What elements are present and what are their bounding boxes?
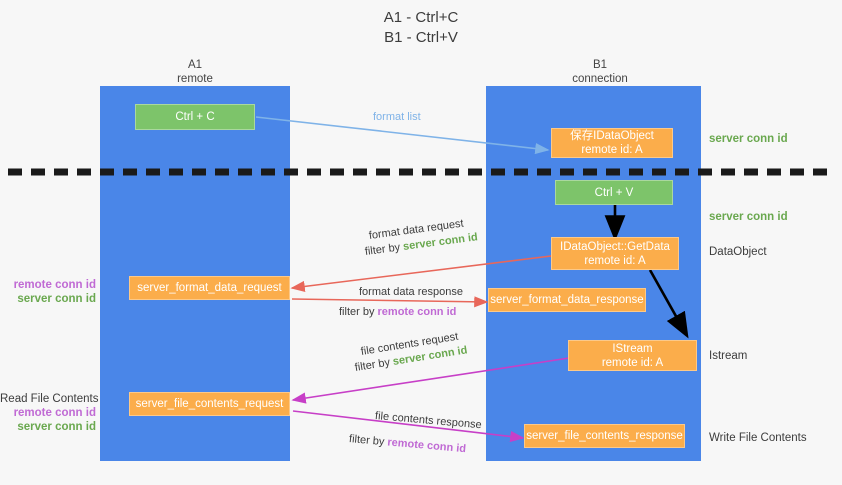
node-istream-line1: IStream bbox=[612, 342, 653, 355]
filter-prefix: filter by bbox=[364, 241, 404, 258]
filter-value-remote-conn-id: remote conn id bbox=[377, 306, 457, 318]
left-label-group-file: Read File Contents remote conn id server… bbox=[0, 392, 99, 434]
node-ctrl-c-label: Ctrl + C bbox=[175, 111, 215, 123]
column-a1-name: A1 bbox=[187, 59, 203, 71]
node-save-idataobject-line1: 保存IDataObject bbox=[570, 130, 654, 142]
edge-label-format-data-response: format data response bbox=[359, 286, 463, 298]
edge-label-file-contents-response: file contents response bbox=[374, 410, 483, 432]
edge-label-file-contents-response-filter: filter by remote conn id bbox=[348, 432, 467, 457]
edge-label-format-data-response-filter: filter by remote conn id bbox=[339, 305, 456, 320]
left-label-server-conn-id-1: server conn id bbox=[17, 293, 96, 305]
filter-prefix: filter by bbox=[353, 356, 394, 374]
left-label-read-file-contents: Read File Contents bbox=[0, 393, 99, 405]
page-title: A1 - Ctrl+C B1 - Ctrl+V bbox=[0, 8, 842, 48]
node-server-format-data-request[interactable]: server_format_data_request bbox=[129, 276, 290, 300]
filter-value-remote-conn-id: remote conn id bbox=[386, 436, 467, 456]
node-server-file-contents-request[interactable]: server_file_contents_request bbox=[129, 392, 290, 416]
node-ctrl-v[interactable]: Ctrl + V bbox=[555, 180, 673, 205]
left-label-group-format: remote conn id server conn id bbox=[0, 278, 96, 306]
node-istream-line2: remote id: A bbox=[601, 356, 664, 369]
node-server-file-contents-request-label: server_file_contents_request bbox=[135, 398, 284, 410]
node-server-format-data-response-label: server_format_data_response bbox=[490, 294, 644, 306]
left-label-server-conn-id-2: server conn id bbox=[17, 421, 96, 433]
column-header-b1: B1 connection bbox=[525, 58, 675, 86]
edge-label-format-list: format list bbox=[373, 111, 421, 123]
filter-prefix: filter by bbox=[348, 433, 388, 449]
node-server-format-data-response[interactable]: server_format_data_response bbox=[488, 288, 646, 312]
node-server-format-data-request-label: server_format_data_request bbox=[137, 282, 282, 294]
title-line-1: A1 - Ctrl+C bbox=[383, 9, 459, 26]
column-b1-name: B1 bbox=[592, 59, 608, 71]
node-save-idataobject-line2: remote id: A bbox=[581, 144, 643, 156]
node-getdata-line2: remote id: A bbox=[584, 254, 646, 267]
filter-prefix: filter by bbox=[339, 306, 378, 318]
node-getdata-line1: IDataObject::GetData bbox=[560, 240, 670, 253]
right-label-write-file-contents: Write File Contents bbox=[709, 432, 807, 444]
right-label-server-conn-id-2: server conn id bbox=[709, 211, 788, 223]
right-label-server-conn-id-1: server conn id bbox=[709, 133, 788, 145]
node-server-file-contents-response[interactable]: server_file_contents_response bbox=[524, 424, 685, 448]
node-server-file-contents-response-label: server_file_contents_response bbox=[526, 430, 683, 442]
node-istream[interactable]: IStream remote id: A bbox=[568, 340, 697, 371]
left-label-remote-conn-id-1: remote conn id bbox=[13, 279, 96, 291]
column-header-a1: A1 remote bbox=[120, 58, 270, 86]
node-idataobject-getdata[interactable]: IDataObject::GetData remote id: A bbox=[551, 237, 679, 270]
title-line-2: B1 - Ctrl+V bbox=[384, 29, 458, 46]
right-label-istream: Istream bbox=[709, 350, 748, 362]
node-ctrl-c[interactable]: Ctrl + C bbox=[135, 104, 255, 130]
node-save-idataobject[interactable]: 保存IDataObject remote id: A bbox=[551, 128, 673, 158]
node-ctrl-v-label: Ctrl + V bbox=[594, 186, 634, 199]
column-a1-sub: remote bbox=[177, 73, 213, 85]
left-label-remote-conn-id-2: remote conn id bbox=[13, 407, 96, 419]
right-label-dataobject: DataObject bbox=[709, 246, 767, 258]
column-b1-sub: connection bbox=[572, 73, 628, 85]
